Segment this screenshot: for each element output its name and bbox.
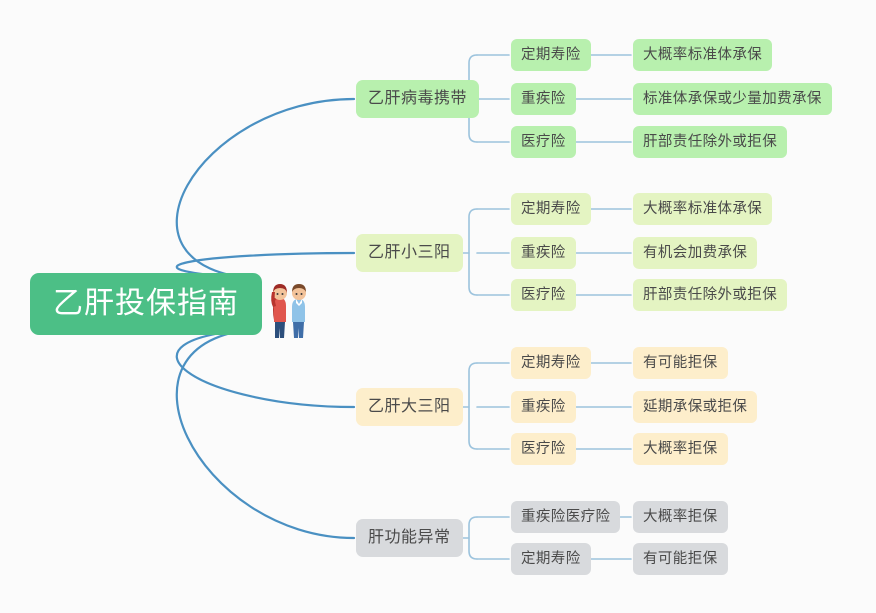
sub-node-4-2[interactable]: 定期寿险: [511, 543, 591, 575]
leaf-node-4-2[interactable]: 有可能拒保: [633, 543, 728, 575]
sub-node-2-2-label: 重疾险: [521, 244, 566, 261]
leaf-node-4-1-label: 大概率拒保: [643, 508, 718, 525]
branch-node-1-label: 乙肝病毒携带: [368, 90, 468, 107]
leaf-node-2-3[interactable]: 肝部责任除外或拒保: [633, 279, 788, 311]
leaf-node-4-1[interactable]: 大概率拒保: [633, 501, 728, 533]
branch-node-4-label: 肝功能异常: [368, 529, 451, 546]
sub-node-1-3[interactable]: 医疗险: [511, 126, 576, 158]
sub-node-1-2[interactable]: 重疾险: [511, 83, 576, 115]
leaf-node-1-3[interactable]: 肝部责任除外或拒保: [633, 126, 788, 158]
sub-node-3-2-label: 重疾险: [521, 398, 566, 415]
leaf-node-3-3[interactable]: 大概率拒保: [633, 433, 728, 465]
leaf-node-2-1[interactable]: 大概率标准体承保: [633, 193, 773, 225]
sub-node-1-3-label: 医疗险: [521, 133, 566, 150]
branch-node-3[interactable]: 乙肝大三阳: [356, 388, 463, 426]
sub-node-3-1-label: 定期寿险: [521, 354, 581, 371]
leaf-node-1-1[interactable]: 大概率标准体承保: [633, 39, 773, 71]
sub-node-1-1[interactable]: 定期寿险: [511, 39, 591, 71]
branch-node-3-label: 乙肝大三阳: [368, 398, 451, 415]
leaf-node-1-1-label: 大概率标准体承保: [643, 46, 763, 63]
branch-node-1[interactable]: 乙肝病毒携带: [356, 80, 480, 118]
sub-node-1-1-label: 定期寿险: [521, 46, 581, 63]
sub-node-2-3[interactable]: 医疗险: [511, 279, 576, 311]
leaf-node-2-1-label: 大概率标准体承保: [643, 200, 763, 217]
sub-node-3-1[interactable]: 定期寿险: [511, 347, 591, 379]
branch-node-2-label: 乙肝小三阳: [368, 244, 451, 261]
sub-node-4-2-label: 定期寿险: [521, 550, 581, 567]
leaf-node-2-2[interactable]: 有机会加费承保: [633, 237, 758, 269]
sub-node-4-1-label: 重疾险医疗险: [521, 508, 611, 525]
sub-node-2-2[interactable]: 重疾险: [511, 237, 576, 269]
branch-node-4[interactable]: 肝功能异常: [356, 519, 463, 557]
sub-node-3-2[interactable]: 重疾险: [511, 391, 576, 423]
sub-node-3-3-label: 医疗险: [521, 440, 566, 457]
couple-illustration: [271, 284, 306, 338]
leaf-node-2-3-label: 肝部责任除外或拒保: [643, 286, 778, 303]
sub-node-4-1[interactable]: 重疾险医疗险: [511, 501, 621, 533]
leaf-node-3-1-label: 有可能拒保: [643, 354, 718, 371]
leaf-node-4-2-label: 有可能拒保: [643, 550, 718, 567]
leaf-node-2-2-label: 有机会加费承保: [643, 244, 748, 261]
root-node-label: 乙肝投保指南: [53, 287, 239, 320]
branch-node-2[interactable]: 乙肝小三阳: [356, 234, 463, 272]
leaf-node-1-2[interactable]: 标准体承保或少量加费承保: [633, 83, 832, 115]
leaf-node-3-2-label: 延期承保或拒保: [643, 398, 748, 415]
sub-node-1-2-label: 重疾险: [521, 90, 566, 107]
leaf-node-1-3-label: 肝部责任除外或拒保: [643, 133, 778, 150]
sub-node-3-3[interactable]: 医疗险: [511, 433, 576, 465]
sub-node-2-3-label: 医疗险: [521, 286, 566, 303]
leaf-node-1-2-label: 标准体承保或少量加费承保: [643, 90, 822, 107]
leaf-node-3-2[interactable]: 延期承保或拒保: [633, 391, 758, 423]
leaf-node-3-1[interactable]: 有可能拒保: [633, 347, 728, 379]
sub-node-2-1[interactable]: 定期寿险: [511, 193, 591, 225]
root-node[interactable]: 乙肝投保指南: [30, 273, 262, 335]
leaf-node-3-3-label: 大概率拒保: [643, 440, 718, 457]
sub-node-2-1-label: 定期寿险: [521, 200, 581, 217]
